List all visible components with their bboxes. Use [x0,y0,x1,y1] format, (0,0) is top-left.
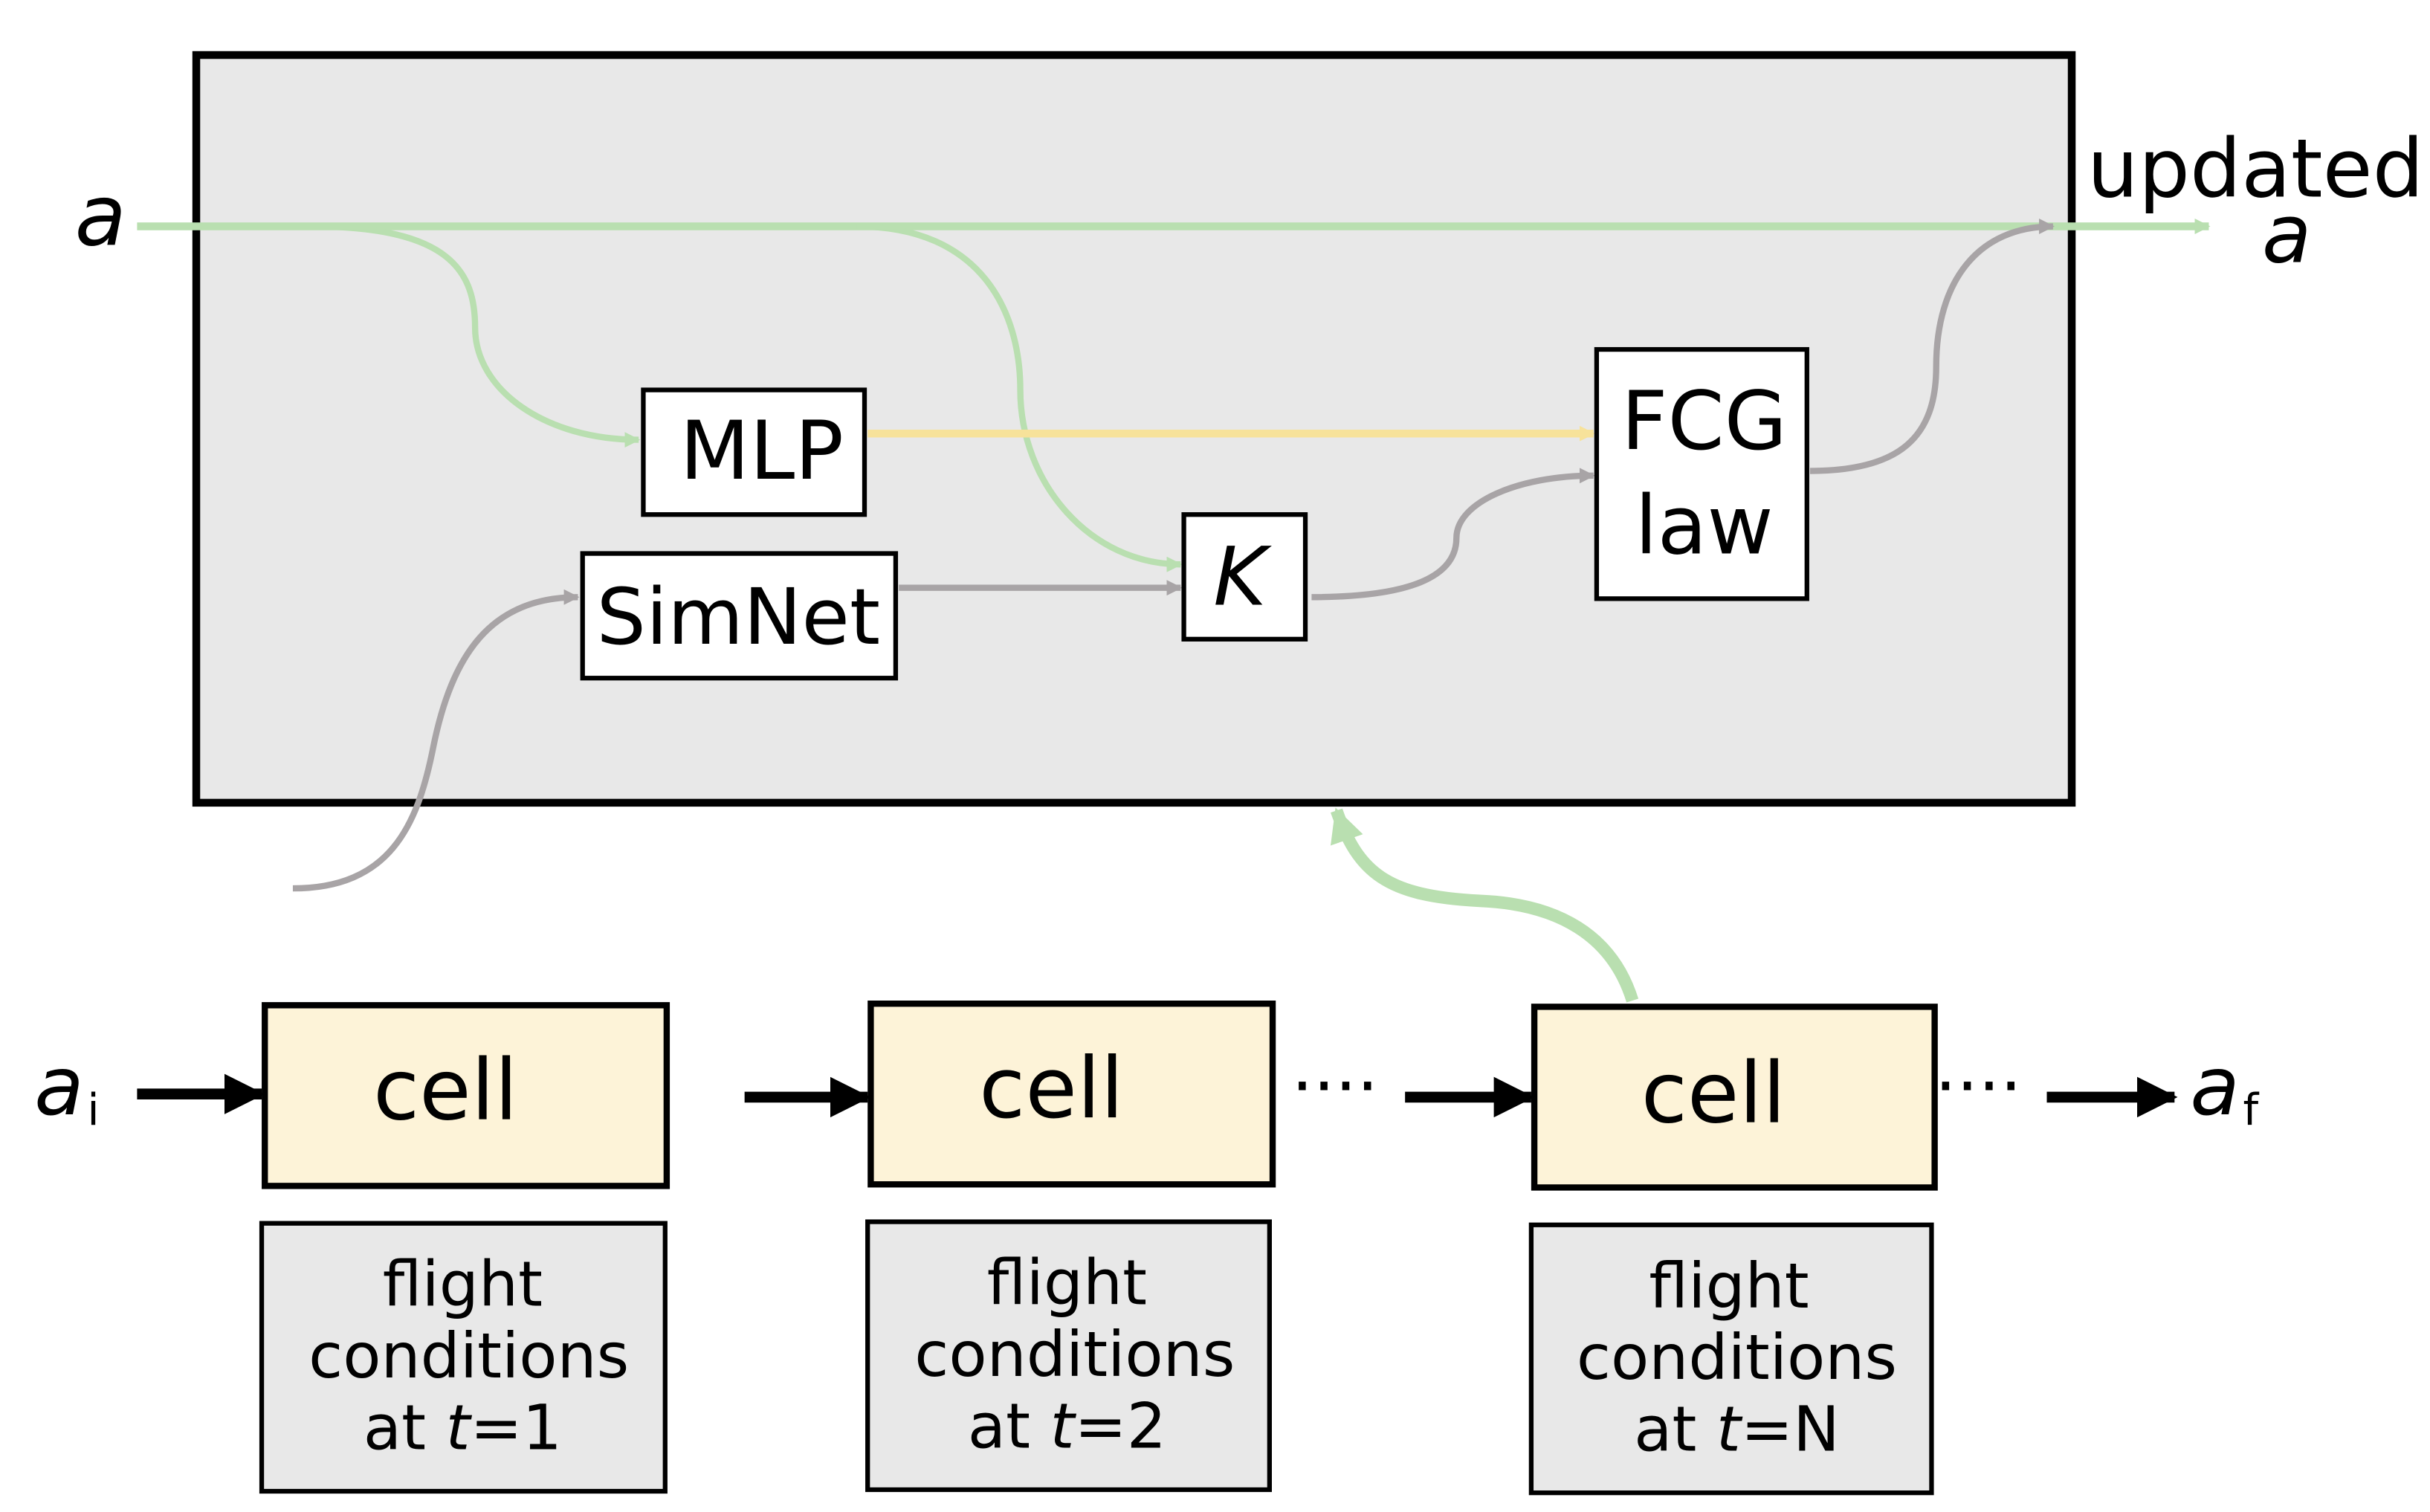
ellipsis-after-cell-n: ···· [1935,1046,2022,1126]
fcg-label-line2: law [1635,479,1773,573]
a-input-label: a [75,167,126,265]
cell-label: cell [979,1039,1124,1137]
cell-block: cell [1531,1004,1938,1191]
flight-conditions-box: flight conditions at t=1 [259,1221,668,1494]
flight-conditions-line3: at t=1 [363,1392,562,1464]
chain-start-label: a [34,1039,84,1134]
cell-n-to-panel-arrow [1331,807,1639,1003]
cell-label: cell [1641,1044,1786,1142]
simnet-block: SimNet [580,551,899,681]
chain-end-label: a [2190,1039,2240,1134]
fcg-law-block: FCG law [1594,346,1809,601]
a-to-mlp-arrow [311,223,641,448]
flight-conditions-line1: flight [383,1248,543,1321]
fcg-label-line1: FCG [1621,374,1787,468]
flight-conditions-line1: flight [987,1247,1147,1319]
mlp-block: MLP [641,387,867,517]
chain-start-subscript: i [87,1085,99,1136]
cell-block: cell [867,1000,1276,1188]
simnet-label: SimNet [596,572,880,662]
flight-conditions-box: flight conditions at t=N [1528,1222,1934,1496]
k-label: K [1213,530,1272,624]
mlp-label: MLP [679,404,843,498]
cell-block: cell [262,1002,670,1189]
flight-conditions-line2: conditions [914,1318,1235,1391]
flight-conditions-line3: at t=N [1634,1393,1840,1466]
flight-conditions-box: flight conditions at t=2 [865,1219,1272,1493]
flight-conditions-line3: at t=2 [968,1389,1166,1462]
ellipsis-after-cell-2: ···· [1291,1046,1378,1126]
updated-a-label: a [2262,187,2312,282]
flight-conditions-line2: conditions [1577,1321,1897,1394]
flight-conditions-line2: conditions [308,1319,629,1392]
chain-end-subscript: f [2243,1085,2260,1136]
k-block: K [1181,512,1308,642]
flight-conditions-line1: flight [1649,1250,1809,1322]
updated-label: updated [2087,122,2424,216]
a-to-k-arrow [856,223,1183,572]
fcg-to-output-arrow [1809,219,2055,474]
cell-label: cell [373,1041,518,1139]
k-to-fcg-arrow [1311,468,1595,601]
external-to-simnet-arrow [292,589,580,892]
